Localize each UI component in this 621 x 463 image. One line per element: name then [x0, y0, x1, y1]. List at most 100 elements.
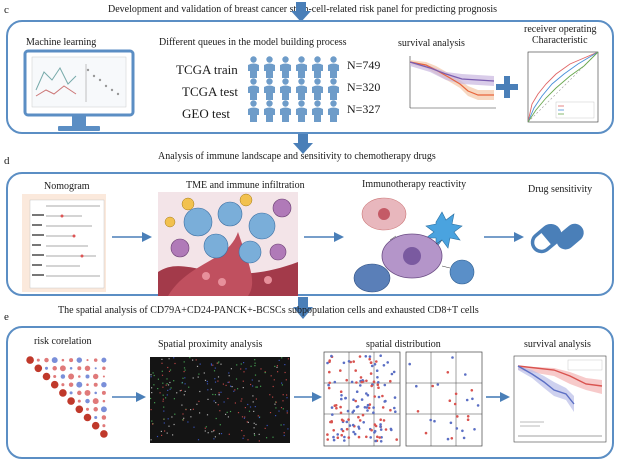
cell-speck	[161, 374, 164, 376]
cell-point	[336, 436, 340, 439]
correlation-cell	[101, 415, 107, 420]
cell-point	[470, 389, 474, 392]
cell-speck	[237, 412, 240, 414]
cell-speck	[183, 417, 185, 419]
cell-point	[353, 432, 357, 436]
cell-speck	[254, 359, 256, 361]
cell-point	[449, 421, 453, 425]
cell-speck	[206, 380, 208, 383]
correlation-cell	[69, 391, 73, 395]
survival-label-e: survival analysis	[524, 339, 591, 350]
cell-speck	[215, 417, 217, 420]
cell-speck	[210, 388, 212, 390]
cell-speck	[254, 406, 256, 408]
cell-speck	[162, 400, 164, 402]
cell-speck	[174, 362, 176, 365]
cell-speck	[165, 397, 167, 399]
cell-speck	[217, 404, 219, 406]
cell-point	[373, 429, 377, 433]
person-icon	[280, 78, 291, 100]
correlation-cell	[51, 357, 58, 364]
cell-speck	[184, 369, 186, 371]
cell-speck	[161, 362, 163, 364]
cell-speck	[258, 433, 260, 435]
cell-point	[446, 437, 450, 441]
cell-speck	[150, 376, 152, 378]
cell-speck	[250, 383, 252, 386]
cell-speck	[187, 421, 189, 423]
cell-point	[461, 429, 464, 433]
cell-speck	[247, 439, 249, 441]
correlation-cell	[93, 382, 98, 387]
cell-point	[383, 383, 387, 387]
cell-point	[332, 429, 335, 432]
cell-point	[339, 405, 342, 409]
correlation-cell	[36, 358, 40, 362]
cell-speck	[166, 378, 168, 380]
cell-speck	[161, 358, 163, 360]
cell-point	[393, 396, 397, 399]
cell-point	[328, 381, 331, 385]
cell-speck	[167, 384, 170, 386]
cell-speck	[249, 406, 252, 408]
cell-point	[369, 361, 373, 364]
cell-speck	[225, 413, 227, 415]
cell-speck	[255, 398, 257, 400]
cell-speck	[184, 390, 186, 392]
arrow-right-icon-5	[294, 392, 322, 402]
tme-illustration	[158, 192, 298, 296]
cell-speck	[281, 382, 283, 384]
cell-speck	[231, 386, 233, 388]
cell-speck	[192, 408, 194, 410]
cell-speck	[171, 416, 173, 418]
cell-point	[383, 400, 386, 403]
cell-point	[332, 438, 336, 442]
cell-point	[377, 386, 380, 389]
cell-speck	[188, 386, 190, 388]
correlation-cell	[69, 358, 74, 363]
cell-point	[433, 419, 436, 423]
correlation-cell	[92, 398, 99, 405]
cell-speck	[276, 366, 278, 368]
cell-speck	[152, 423, 154, 425]
cell-speck	[197, 439, 200, 441]
cell-speck	[183, 361, 185, 363]
cell-speck	[275, 401, 277, 403]
person-icon	[328, 78, 339, 100]
cell-point	[473, 428, 476, 431]
cell-speck	[183, 394, 185, 396]
cell-point	[355, 381, 358, 384]
correlation-cell	[93, 358, 98, 362]
correlation-cell	[102, 424, 106, 428]
cell-speck	[254, 374, 257, 376]
cohort-name-1: TCGA test	[182, 84, 238, 99]
spatial-proximity-image	[150, 357, 290, 443]
cell-speck	[241, 398, 243, 400]
queues-title: Different queues in the model building p…	[159, 37, 347, 48]
cell-speck	[173, 423, 175, 426]
cell-speck	[252, 395, 254, 397]
cell-speck	[218, 392, 220, 394]
correlation-cell	[53, 374, 57, 379]
cell-speck	[198, 373, 200, 375]
panel-e	[6, 326, 614, 459]
cell-point	[372, 411, 375, 414]
cell-point	[340, 433, 343, 437]
cell-speck	[228, 372, 230, 374]
cell-speck	[282, 408, 284, 410]
correlation-cell	[84, 365, 91, 372]
cell-speck	[185, 409, 187, 411]
cell-speck	[260, 385, 262, 387]
cell-speck	[172, 434, 174, 436]
cell-point	[379, 425, 382, 428]
person-icon	[296, 100, 307, 122]
cell-point	[436, 383, 440, 386]
correlation-cell	[77, 366, 82, 371]
cell-speck	[247, 421, 249, 423]
cell-point	[327, 383, 330, 387]
cell-point	[355, 390, 359, 393]
cell-speck	[196, 365, 199, 367]
cell-point	[344, 396, 347, 400]
spatial-proximity-label: Spatial proximity analysis	[158, 339, 263, 350]
person-icon	[264, 56, 275, 78]
